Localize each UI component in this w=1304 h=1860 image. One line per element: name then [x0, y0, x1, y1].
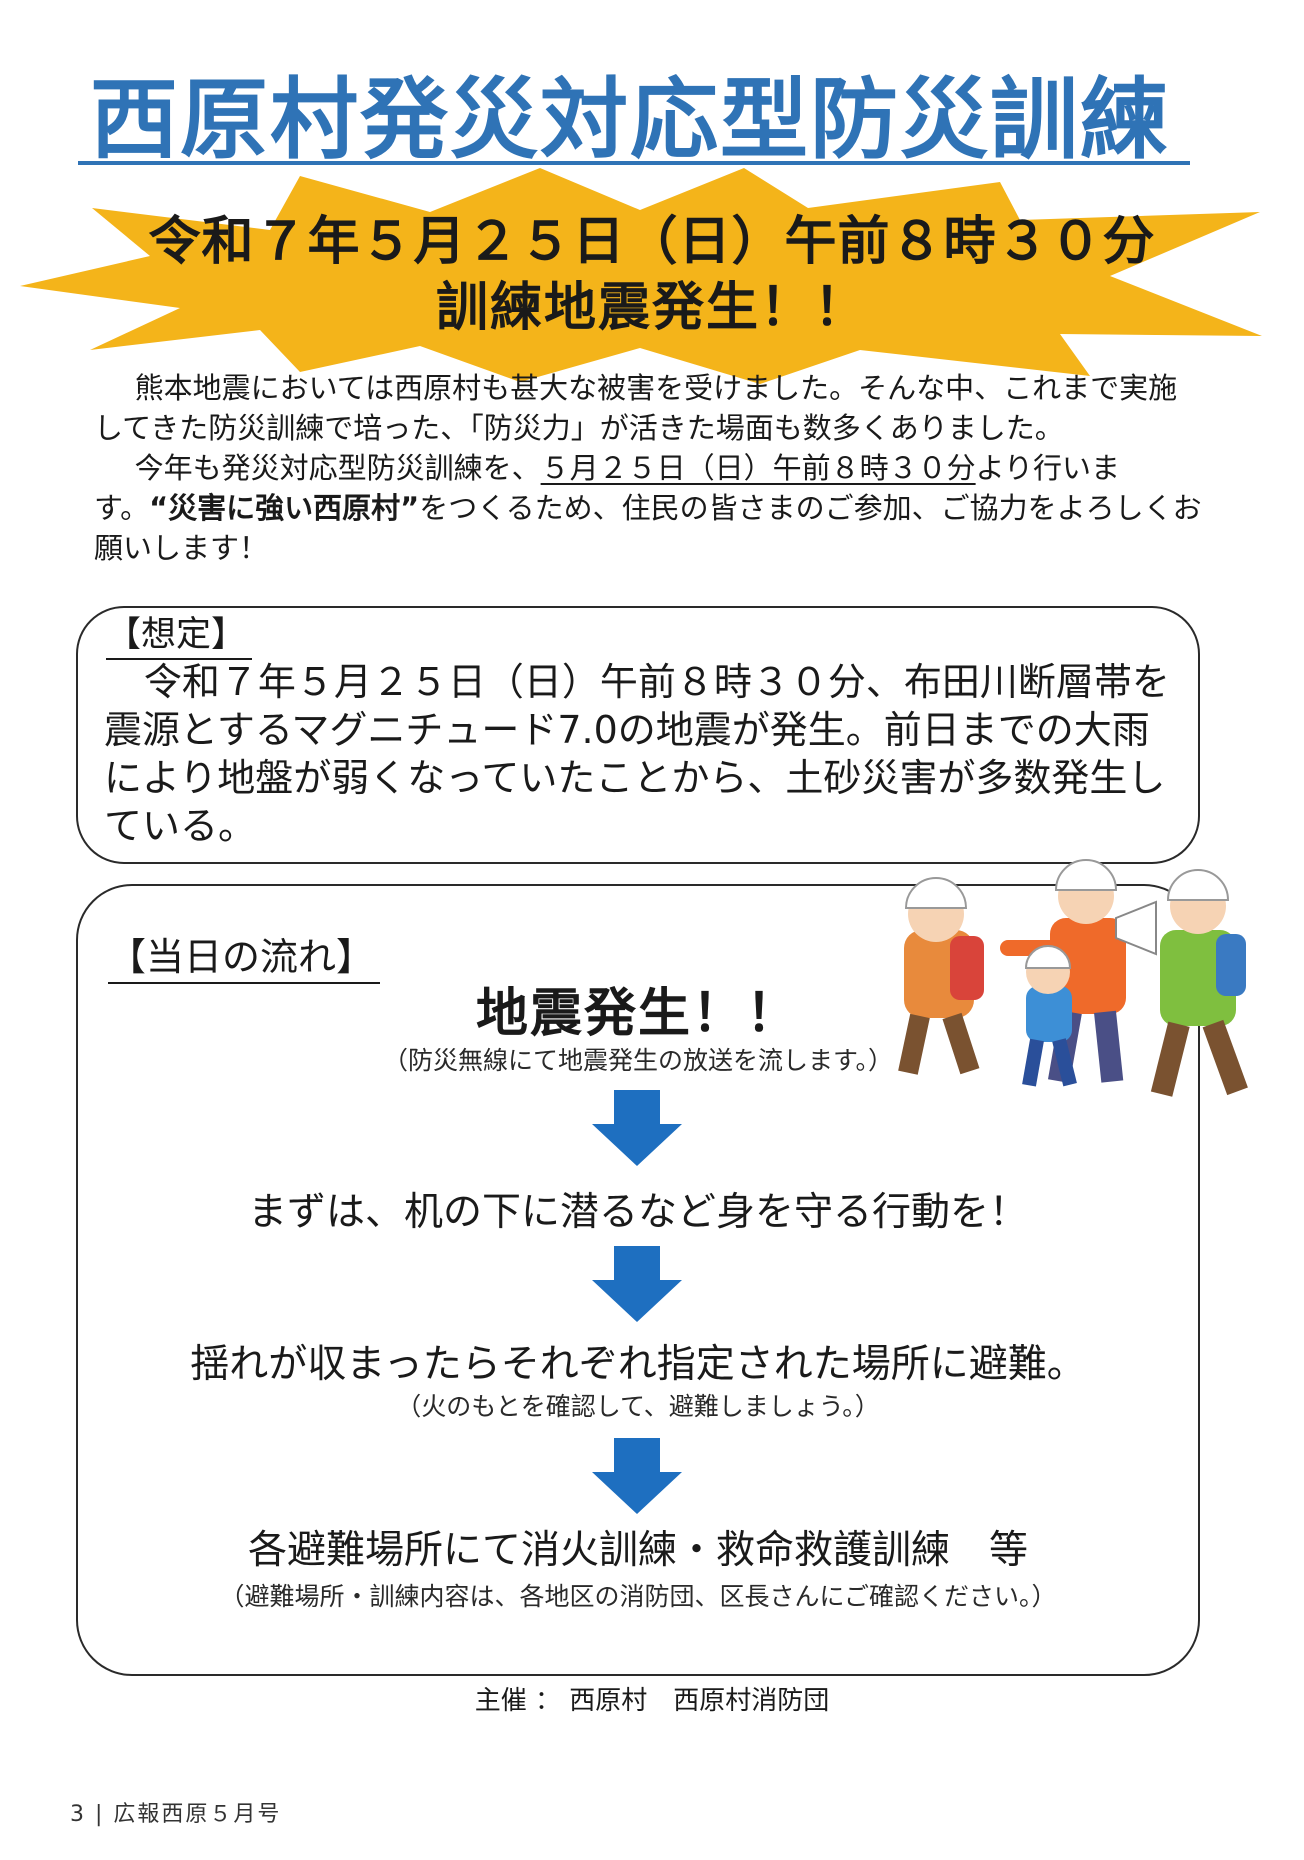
- intro-p2-mid: より行います。: [94, 451, 1121, 525]
- page-title: 西原村発災対応型防災訓練: [89, 68, 1170, 171]
- flow-box: [76, 884, 1200, 1676]
- person-child-icon: [1022, 945, 1077, 1087]
- flow-step-1: まずは、机の下に潜るなど身を守る行動を！: [247, 1190, 1028, 1235]
- banner-datetime: 令和７年５月２５日（日）午前８時３０分: [148, 212, 1156, 272]
- intro-p2-lead: 今年も発災対応型防災訓練を、: [134, 451, 541, 485]
- page-footer: 3 | 広報西原５月号: [70, 1802, 282, 1827]
- flow-step-2-note: （火のもとを確認して、避難しましょう。）: [396, 1392, 880, 1421]
- down-arrow-icon: [592, 1438, 682, 1514]
- flow-start-headline: 地震発生！！: [475, 984, 800, 1044]
- intro-text: 熊本地震においては西原村も甚大な被害を受けました。そんな中、これまで実施してきた…: [94, 368, 1204, 568]
- flow-step-3: 各避難場所にて消火訓練・救命救護訓練 等: [247, 1528, 1028, 1573]
- flow-heading: 【当日の流れ】: [108, 932, 381, 984]
- flow-step-2: 揺れが収まったらそれぞれ指定された場所に避難。: [190, 1342, 1086, 1387]
- banner-headline: 訓練地震発生！！: [435, 278, 868, 338]
- assumption-text: 令和７年５月２５日（日）午前８時３０分、布田川断層帯を震源とするマグニチュード7…: [104, 658, 1184, 850]
- organizer-credit: 主催 ： 西原村 西原村消防団: [474, 1686, 830, 1716]
- down-arrow-icon: [592, 1090, 682, 1166]
- person-megaphone-icon: [1000, 859, 1157, 1084]
- assumption-box: [76, 606, 1200, 864]
- assumption-paragraph: 令和７年５月２５日（日）午前８時３０分、布田川断層帯を震源とするマグニチュード7…: [104, 660, 1170, 848]
- person-woman-icon: [898, 877, 984, 1075]
- intro-p2-date: ５月２５日（日）午前８時３０分: [540, 451, 976, 485]
- intro-p2-tail: をつくるため、住民の皆さまのご参加、ご協力をよろしくお願いします！: [94, 491, 1202, 565]
- person-man-green-icon: [1150, 869, 1248, 1097]
- down-arrow-icon: [592, 1246, 682, 1322]
- title-underline: [78, 161, 1190, 165]
- intro-paragraph-1: 熊本地震においては西原村も甚大な被害を受けました。そんな中、これまで実施してきた…: [94, 371, 1178, 445]
- intro-p2-slogan: “災害に強い西原村”: [149, 491, 420, 525]
- flow-start-note: （防災無線にて地震発生の放送を流します。）: [382, 1046, 893, 1075]
- burst-banner-shape: [20, 168, 1262, 384]
- evacuating-people-illustration: [898, 859, 1248, 1097]
- intro-paragraph-2: 今年も発災対応型防災訓練を、５月２５日（日）午前８時３０分より行います。“災害に…: [94, 448, 1204, 568]
- flow-step-3-note: （避難場所・訓練内容は、各地区の消防団、区長さんにご確認ください。）: [219, 1582, 1057, 1611]
- assumption-heading: 【想定】: [106, 612, 253, 660]
